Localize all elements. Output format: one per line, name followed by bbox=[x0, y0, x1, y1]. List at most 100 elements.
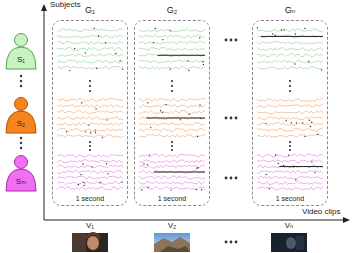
signal-dot bbox=[265, 123, 266, 124]
signal-dot bbox=[283, 29, 284, 30]
axis-label: Video clips bbox=[302, 208, 341, 217]
group-label: G₁ bbox=[83, 6, 97, 16]
person-head bbox=[15, 156, 28, 169]
person-icon bbox=[4, 96, 38, 134]
ellipsis-dot bbox=[171, 85, 173, 87]
ellipsis-dot bbox=[289, 141, 291, 143]
signal-trace bbox=[257, 41, 323, 44]
eeg-signals bbox=[53, 21, 127, 205]
signal-trace bbox=[257, 128, 323, 131]
signal-dot bbox=[85, 131, 86, 132]
signal-dot bbox=[141, 189, 142, 190]
marker-line bbox=[261, 36, 323, 37]
signal-dot bbox=[180, 119, 181, 120]
signal-dot bbox=[294, 63, 295, 64]
segment-group: G₂1 second bbox=[134, 20, 210, 206]
signal-trace bbox=[139, 122, 205, 125]
ellipsis-dot bbox=[89, 149, 91, 151]
signal-dot bbox=[281, 29, 282, 30]
video-thumbnail bbox=[271, 233, 307, 252]
signal-dot bbox=[115, 53, 116, 54]
signal-trace bbox=[257, 29, 323, 32]
signal-dot bbox=[169, 68, 170, 69]
signal-dot bbox=[96, 68, 97, 69]
signal-trace bbox=[257, 111, 323, 114]
signal-trace bbox=[139, 181, 205, 184]
signal-trace bbox=[57, 128, 123, 131]
ellipsis-dot bbox=[89, 80, 91, 82]
signal-dot bbox=[74, 48, 75, 49]
signal-dot bbox=[201, 189, 202, 190]
signal-dot bbox=[162, 39, 163, 40]
signal-trace bbox=[57, 98, 123, 101]
duration-label: 1 second bbox=[276, 195, 304, 203]
signal-trace bbox=[57, 54, 123, 57]
signal-dot bbox=[257, 27, 258, 28]
ellipsis-dot bbox=[89, 90, 91, 92]
signal-dot bbox=[106, 119, 107, 120]
ellipsis-dot bbox=[89, 141, 91, 143]
ellipsis-dot bbox=[171, 145, 173, 147]
signal-trace bbox=[139, 35, 205, 38]
ellipsis-dot bbox=[289, 80, 291, 82]
signal-dot bbox=[304, 28, 305, 29]
subject-label: Sₘ bbox=[16, 178, 26, 187]
eeg-signals bbox=[253, 21, 327, 205]
signal-trace bbox=[139, 134, 205, 137]
ellipsis-dot bbox=[289, 90, 291, 92]
x-axis-arrow bbox=[343, 217, 350, 223]
signal-dot bbox=[147, 164, 148, 165]
ellipsis-dot bbox=[289, 85, 291, 87]
video-label: V₁ bbox=[86, 222, 94, 231]
signal-trace bbox=[257, 60, 323, 63]
signal-trace bbox=[57, 60, 123, 63]
signal-trace bbox=[257, 35, 323, 38]
signal-dot bbox=[122, 69, 123, 70]
ellipsis-dot bbox=[289, 145, 291, 147]
video-label: Vₙ bbox=[285, 222, 294, 231]
y-axis bbox=[44, 10, 45, 220]
signal-trace bbox=[257, 187, 323, 190]
signal-trace bbox=[57, 110, 123, 113]
person-body bbox=[6, 169, 36, 191]
signal-dot bbox=[150, 127, 151, 128]
axis-label: Subjects bbox=[50, 1, 81, 10]
signal-trace bbox=[139, 104, 205, 107]
signal-dot bbox=[272, 33, 273, 34]
signal-trace bbox=[257, 98, 323, 101]
eeg-signals bbox=[135, 21, 209, 205]
signal-dot bbox=[160, 110, 161, 111]
signal-dot bbox=[121, 181, 122, 182]
signal-trace bbox=[57, 170, 123, 173]
signal-dot bbox=[189, 113, 190, 114]
subject-icon: S₁ bbox=[4, 32, 38, 70]
signal-dot bbox=[288, 155, 289, 156]
person-head bbox=[15, 34, 28, 47]
signal-trace bbox=[57, 154, 123, 157]
signal-dot bbox=[78, 184, 79, 185]
signal-trace bbox=[257, 117, 323, 120]
segment-group: Gₙ1 second bbox=[252, 20, 328, 206]
signal-dot bbox=[314, 172, 315, 173]
ellipsis-dot bbox=[89, 85, 91, 87]
duration-label: 1 second bbox=[76, 195, 104, 203]
signal-trace bbox=[139, 29, 205, 32]
subject-icon: S₂ bbox=[4, 96, 38, 134]
signal-dot bbox=[162, 112, 163, 113]
signal-dot bbox=[143, 163, 144, 164]
subject-icon: Sₘ bbox=[4, 154, 38, 192]
signal-trace bbox=[257, 165, 323, 168]
signal-dot bbox=[308, 120, 309, 121]
signal-trace bbox=[139, 117, 205, 120]
signal-dot bbox=[302, 122, 303, 123]
signal-dot bbox=[107, 173, 108, 174]
signal-dot bbox=[196, 168, 197, 169]
signal-trace bbox=[139, 110, 205, 113]
signal-trace bbox=[57, 187, 123, 190]
signal-dot bbox=[102, 137, 103, 138]
signal-dot bbox=[202, 61, 203, 62]
group-label: Gₙ bbox=[283, 6, 298, 16]
signal-trace bbox=[139, 98, 205, 101]
ellipsis-dot bbox=[171, 80, 173, 82]
signal-trace bbox=[57, 47, 123, 50]
